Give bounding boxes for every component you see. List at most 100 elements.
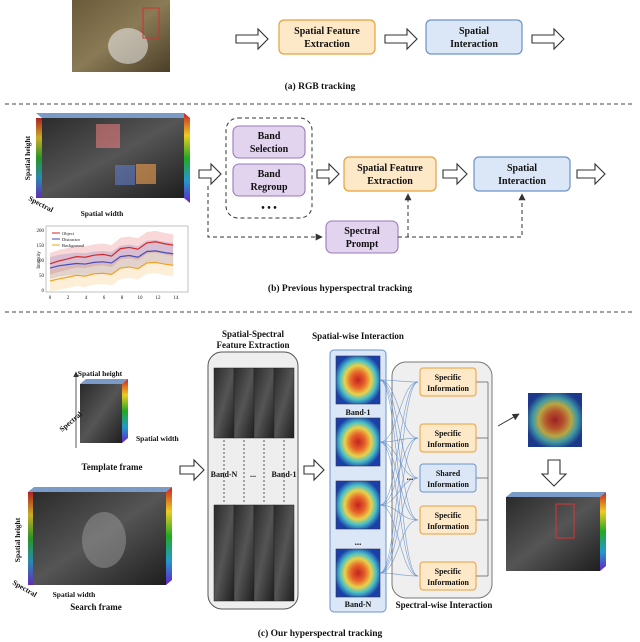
b-axis-height: Spatial height: [23, 135, 32, 180]
band-regroup-box: [232, 163, 306, 197]
ssfe-title-l2: Feature Extraction: [216, 340, 289, 350]
b-spatial-feature-box: [343, 156, 437, 192]
arrow-a2: [384, 27, 418, 51]
ssfe-top-slice: [273, 367, 295, 439]
info-link: [379, 504, 419, 521]
chart-ytick-150: 150: [37, 244, 45, 249]
legend-distractor: Distractor: [62, 237, 80, 242]
chart-line-background: [49, 261, 174, 282]
chart-xtick-6: 6: [103, 296, 106, 301]
chart-line-distractor: [49, 250, 174, 269]
search-object: [82, 512, 126, 568]
arrow-c1: [179, 458, 205, 482]
a-box1-l1: Spatial Feature: [294, 26, 360, 37]
spectral-wise-title: Spectral-wise Interaction: [396, 600, 493, 610]
b-box1-l1: Spatial Feature: [357, 163, 423, 174]
specific-2-l1: Specific: [435, 429, 462, 438]
info-link: [379, 504, 419, 577]
specific-3-l2: Information: [427, 522, 469, 531]
chart-xtick-0: 0: [49, 296, 52, 301]
result-cube-front: [506, 497, 600, 571]
heatmaps: [335, 355, 381, 598]
shared-info: [419, 463, 477, 493]
cube-side: [184, 113, 190, 203]
shared-l1: Shared: [436, 469, 461, 478]
ssfe-slices: [213, 367, 295, 602]
heatmap-tile: [335, 417, 381, 467]
b-axis-width: Spatial width: [81, 209, 125, 218]
search-axis-width: Spatial width: [53, 590, 97, 599]
rgb-object: [108, 28, 148, 64]
chart-ytick-200: 200: [37, 229, 45, 234]
a-box2-l2: Interaction: [450, 39, 498, 50]
chart-band-background: [50, 251, 174, 291]
chart-ytick-50: 50: [39, 274, 45, 279]
specific-info-3: [419, 505, 477, 535]
chart-xtick-8: 8: [121, 296, 124, 301]
dash-to-prompt: [207, 186, 323, 241]
ssfe-band-1: Band-1: [272, 470, 297, 479]
specific-2-l2: Information: [427, 440, 469, 449]
spectral-curve-chart: Intensity 200 150 100 50 0 0 2 4 6 8 10 …: [37, 225, 189, 301]
specific-3-l1: Specific: [435, 511, 462, 520]
info-link: [379, 519, 419, 574]
chart-ytick-100: 100: [37, 259, 45, 264]
chart-lines: [49, 241, 174, 282]
band-selection-box: [232, 125, 306, 159]
a-box1-l2: Extraction: [304, 39, 350, 50]
chart-xtick-2: 2: [67, 296, 70, 301]
ssfe-bottom-slice: [233, 504, 255, 602]
arrow-b2: [316, 162, 340, 186]
arrow-to-output-heat: [497, 413, 520, 427]
band-regroup-l2: Regroup: [250, 182, 287, 193]
b-spatial-interaction-box: [473, 156, 571, 192]
b-roi-object: [96, 124, 120, 148]
template-cube-top: [80, 379, 128, 384]
b-box1-l2: Extraction: [367, 176, 413, 187]
specific-1-l1: Specific: [435, 373, 462, 382]
caption-c: (c) Our hyperspectral tracking: [258, 628, 383, 639]
template-axis-width: Spatial width: [136, 434, 180, 443]
a-spatial-feature-box: [278, 19, 376, 55]
specific-info-1: [419, 367, 477, 397]
info-link: [379, 381, 419, 443]
ssfe-top-slice: [213, 367, 235, 439]
info-link: [379, 379, 419, 383]
template-frame-label: Template frame: [82, 462, 143, 472]
chart-xtick-12: 12: [156, 296, 162, 301]
search-band-strip: [28, 492, 33, 585]
ssfe-band-n: Band-N: [211, 470, 238, 479]
band-dots: • • •: [261, 203, 277, 214]
ssfe-top-slice: [253, 367, 275, 439]
chart-ytick-0: 0: [42, 289, 45, 294]
legend-object: Object: [62, 231, 75, 236]
b-box2-l2: Interaction: [498, 176, 546, 187]
heat-band-1: Band-1: [346, 408, 371, 417]
heatmap-tile: [335, 355, 381, 405]
info-links: [379, 379, 489, 577]
arrow-b4: [576, 162, 606, 186]
info-link: [379, 477, 419, 506]
band-selection-l1: Band: [258, 131, 281, 142]
spatial-wise-title: Spatial-wise Interaction: [312, 331, 404, 341]
arrow-b1: [198, 162, 222, 186]
search-cube-side: [166, 487, 172, 585]
specific-info-2: [419, 423, 477, 453]
specific-info-4: [419, 561, 477, 591]
info-link: [379, 441, 419, 521]
heatmap-tile: [335, 480, 381, 530]
chart-line-object: [49, 241, 174, 265]
chart-xtick-4: 4: [85, 296, 88, 301]
info-link: [379, 379, 419, 439]
specific-1-l2: Information: [427, 384, 469, 393]
b-roi-distractor: [115, 165, 135, 185]
template-cube-front: [80, 384, 122, 443]
info-link: [379, 437, 419, 574]
info-link: [379, 379, 419, 521]
result-cube-side: [600, 492, 606, 571]
result-target-box: [555, 503, 575, 539]
ssfe-bottom-slice: [253, 504, 275, 602]
info-link: [379, 441, 419, 479]
arrow-c2: [303, 458, 325, 482]
